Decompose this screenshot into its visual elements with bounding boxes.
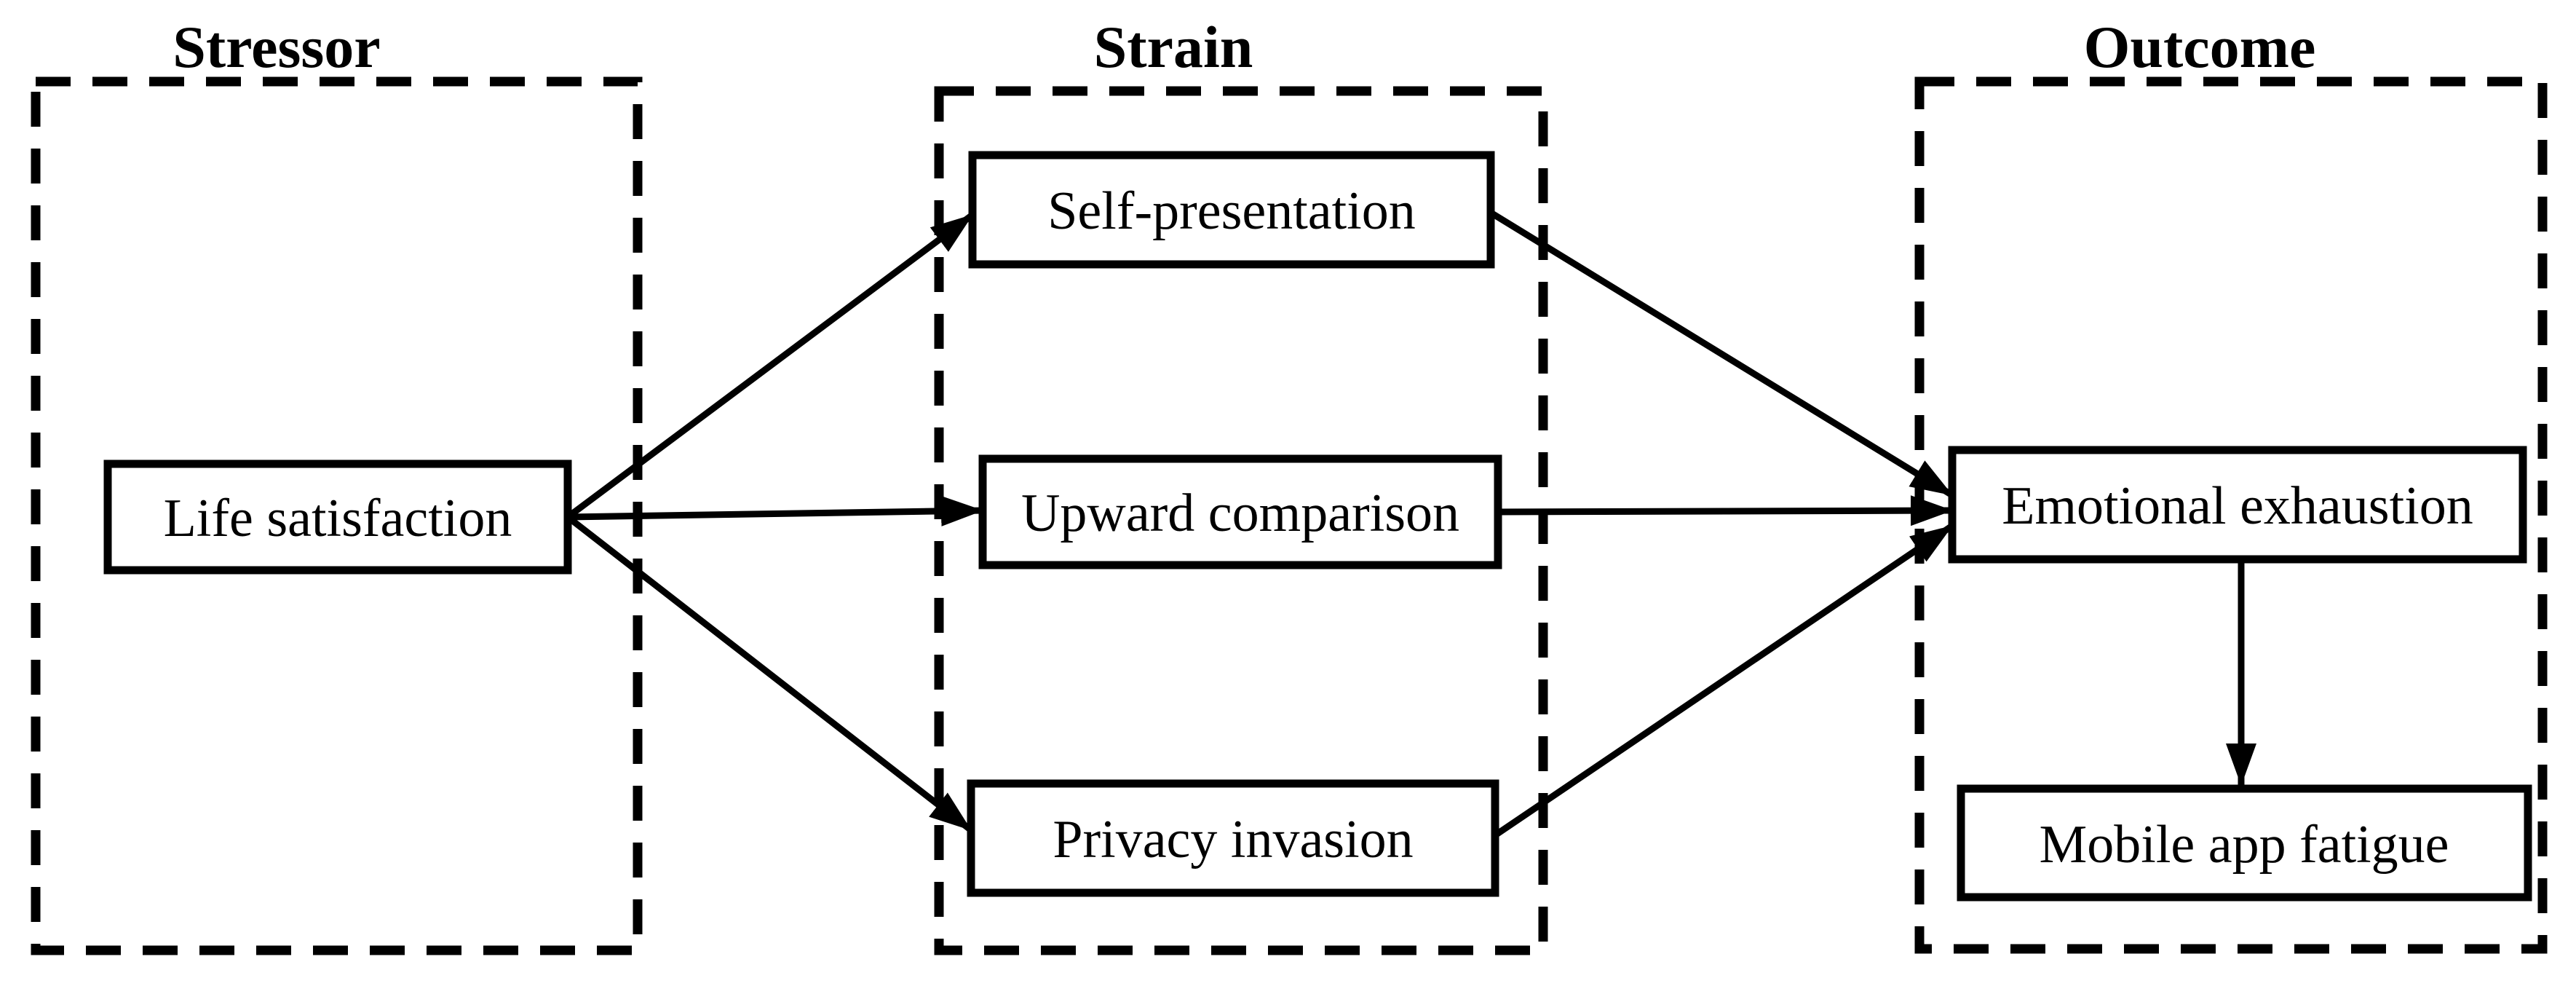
column-title-stressor: Stressor [173,14,380,80]
node-life-satisfaction-box [103,460,572,575]
node-privacy-invasion: Privacy invasion [967,779,1499,897]
node-privacy-invasion-label: Privacy invasion [1053,810,1413,869]
node-mobile-app-fatigue-box [1957,784,2532,902]
node-self-presentation-label: Self-presentation [1047,181,1416,241]
edge-life-satisfaction-to-privacy-invasion [566,514,973,833]
node-upward-comparison-box [978,454,1502,569]
node-emotional-exhaustion: Emotional exhaustion [1948,446,2527,564]
node-mobile-app-fatigue-label: Mobile app fatigue [2039,815,2449,875]
column-title-outcome: Outcome [2084,14,2316,80]
edge-privacy-invasion-to-emotional-exhaustion [1493,523,1954,838]
node-emotional-exhaustion-label: Emotional exhaustion [2002,476,2473,536]
column-title-strain: Strain [1094,14,1253,80]
node-upward-comparison-label: Upward comparison [1021,484,1459,543]
edge-upward-comparison-to-emotional-exhaustion [1497,495,1953,526]
node-privacy-invasion-box [967,779,1499,897]
node-self-presentation: Self-presentation [968,151,1495,269]
node-life-satisfaction-label: Life satisfaction [164,489,512,548]
strain-region-box [934,86,1548,955]
node-emotional-exhaustion-box [1948,446,2527,564]
edge-life-satisfaction-to-self-presentation [566,212,975,520]
edge-self-presentation-to-emotional-exhaustion [1489,210,1954,498]
node-life-satisfaction: Life satisfaction [103,460,572,575]
outcome-region-box [1914,76,2548,954]
node-mobile-app-fatigue: Mobile app fatigue [1957,784,2532,902]
node-upward-comparison: Upward comparison [978,454,1502,569]
node-self-presentation-box [968,151,1495,269]
edge-life-satisfaction-to-upward-comparison [567,495,983,526]
